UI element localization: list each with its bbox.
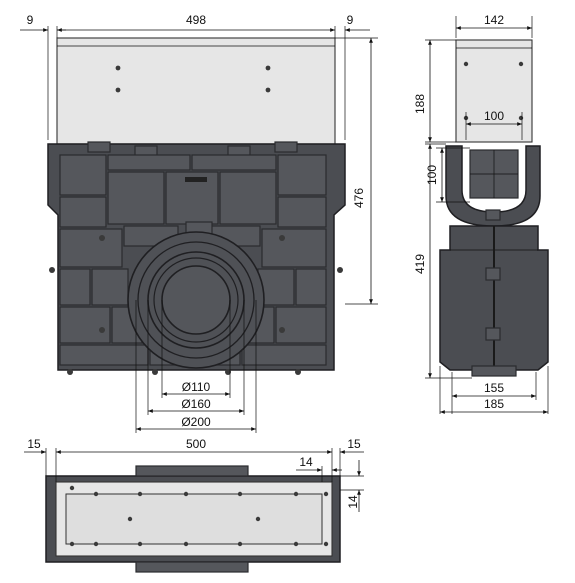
front-lid <box>56 37 336 145</box>
dim-top-width: 500 <box>186 437 206 451</box>
dim-side-lid-height: 188 <box>413 94 427 114</box>
side-view: 142 188 100 100 419 155 185 <box>413 13 549 414</box>
dim-front-left-margin: 9 <box>27 13 34 27</box>
dim-front-right-margin: 9 <box>347 13 354 27</box>
dim-pipe-200: Ø200 <box>181 415 211 429</box>
dim-front-height: 476 <box>352 188 366 208</box>
dim-top-rim-x: 14 <box>299 455 313 469</box>
dim-side-top-width: 142 <box>484 13 504 27</box>
dim-pipe-110: Ø110 <box>182 380 211 394</box>
dim-pipe-160: Ø160 <box>181 397 211 411</box>
dim-side-inner-width: 100 <box>484 109 504 123</box>
pipe-ring-110 <box>161 265 231 335</box>
dim-side-base-inner: 155 <box>484 381 504 395</box>
top-view: 15 500 15 14 14 <box>24 437 364 573</box>
dim-side-base-outer: 185 <box>484 397 504 411</box>
dim-side-body-height: 419 <box>413 254 427 274</box>
side-inlet <box>445 145 541 227</box>
front-view: 9 498 9 476 Ø110 Ø160 Ø200 <box>20 13 378 433</box>
dim-top-right-margin: 15 <box>347 437 361 451</box>
dim-top-rim-y: 14 <box>346 495 360 509</box>
dim-front-width: 498 <box>186 13 206 27</box>
side-lid <box>455 39 533 143</box>
dim-side-inlet-height: 100 <box>425 165 439 185</box>
dim-top-left-margin: 15 <box>27 437 41 451</box>
